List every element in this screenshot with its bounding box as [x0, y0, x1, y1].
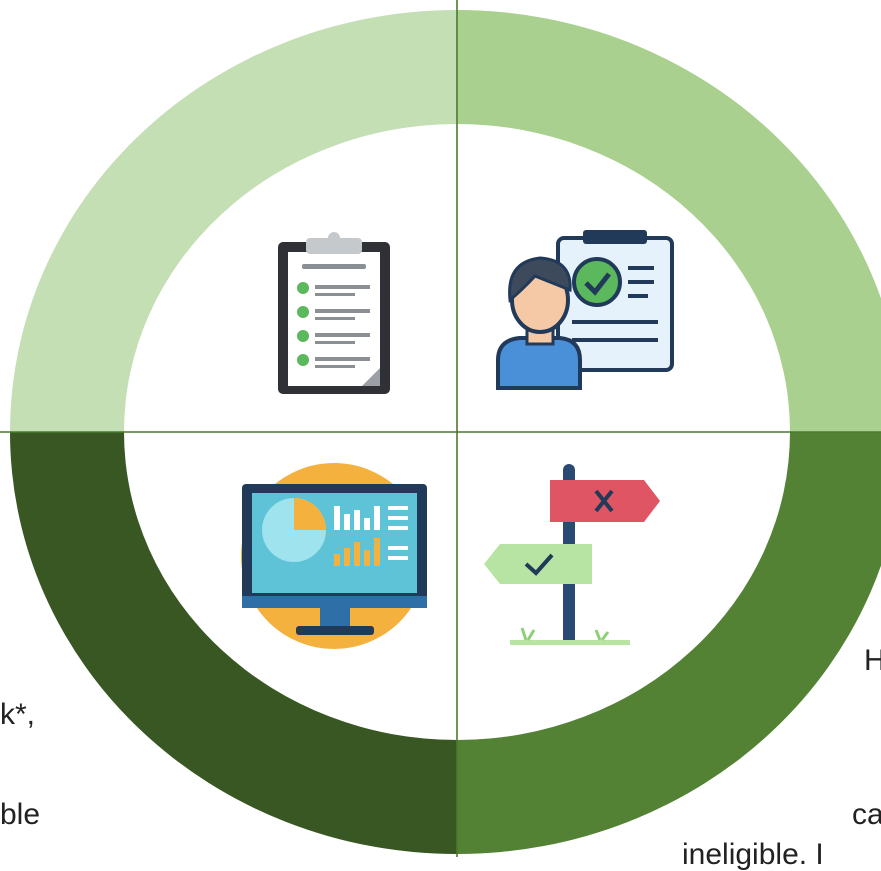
clipboard-checklist-icon — [278, 232, 390, 394]
ring-quadrant-top-left — [10, 10, 457, 432]
person-approved-document-icon — [496, 230, 674, 390]
text-fragment-bottom: ineligible. I — [682, 838, 824, 871]
ring-quadrant-top-right — [457, 10, 881, 432]
text-fragment-right-upper: H — [864, 644, 881, 677]
signpost-decision-icon — [484, 464, 660, 645]
monitor-analytics-icon — [241, 463, 427, 649]
ring-quadrant-bottom-left — [10, 432, 457, 854]
text-fragment-left-upper: k*, — [0, 698, 36, 731]
ring-quadrant-bottom-right — [457, 432, 881, 854]
text-fragment-left-lower: ble — [0, 798, 41, 831]
text-fragment-right-lower: ca — [852, 798, 881, 831]
